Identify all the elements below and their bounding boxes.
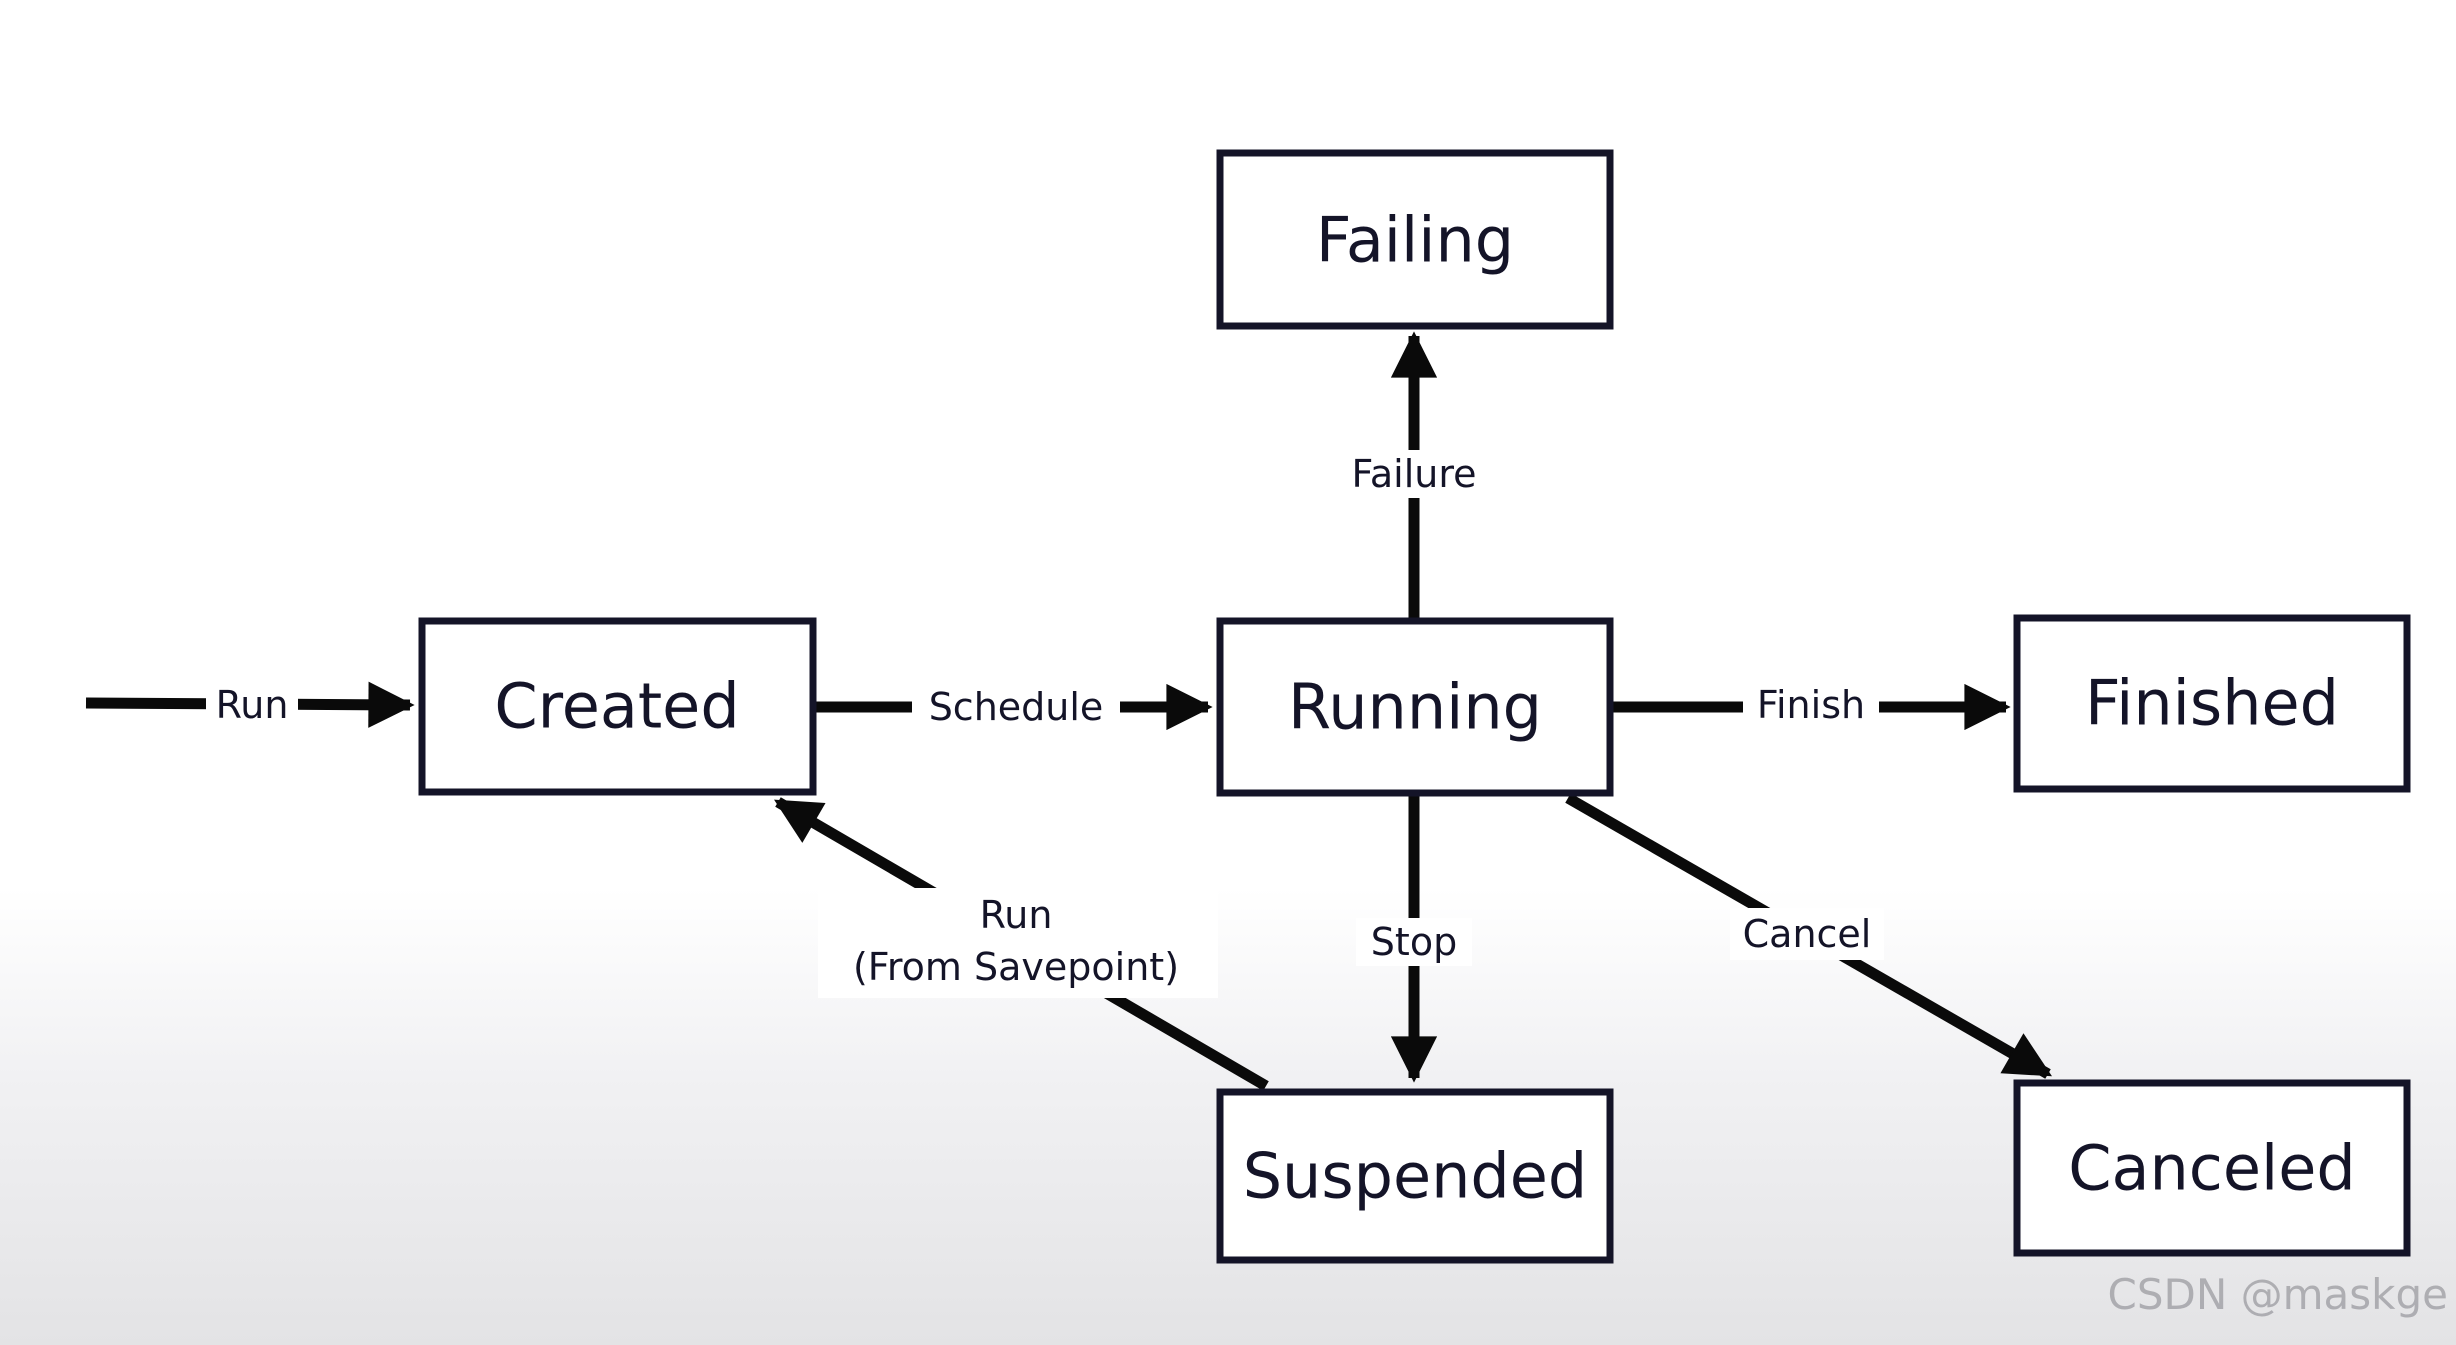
edge-label-failure-text: Failure bbox=[1351, 452, 1476, 496]
edge-label-finish: Finish bbox=[1743, 682, 1879, 728]
edge-label-cancel: Cancel bbox=[1730, 908, 1884, 960]
state-failing: Failing bbox=[1216, 149, 1614, 330]
edge-label-cancel-text: Cancel bbox=[1743, 912, 1872, 956]
edge-label-schedule-text: Schedule bbox=[929, 685, 1104, 729]
state-failing-label: Failing bbox=[1316, 204, 1514, 277]
edge-label-failure: Failure bbox=[1336, 450, 1492, 498]
state-canceled: Canceled bbox=[2013, 1079, 2411, 1257]
edge-label-stop-text: Stop bbox=[1371, 920, 1457, 964]
state-finished: Finished bbox=[2013, 614, 2411, 793]
watermark: CSDN @maskge bbox=[2107, 1270, 2448, 1319]
state-running-label: Running bbox=[1288, 671, 1542, 744]
state-suspended: Suspended bbox=[1216, 1088, 1614, 1264]
state-canceled-label: Canceled bbox=[2068, 1132, 2356, 1205]
state-running: Running bbox=[1216, 617, 1614, 797]
edge-label-stop: Stop bbox=[1356, 918, 1472, 966]
state-suspended-label: Suspended bbox=[1243, 1140, 1588, 1213]
edge-label-run-from-savepoint: Run (From Savepoint) bbox=[818, 888, 1218, 998]
state-created: Created bbox=[418, 617, 817, 796]
state-created-label: Created bbox=[494, 670, 739, 743]
edge-label-run-initial-text: Run bbox=[216, 683, 289, 727]
edge-label-run-initial: Run bbox=[206, 682, 298, 728]
state-finished-label: Finished bbox=[2085, 667, 2339, 740]
edge-label-run-from-savepoint-line1: Run bbox=[980, 893, 1053, 937]
edge-label-finish-text: Finish bbox=[1757, 683, 1865, 727]
edge-label-schedule: Schedule bbox=[912, 684, 1120, 730]
edge-label-run-from-savepoint-line2: (From Savepoint) bbox=[853, 945, 1179, 989]
